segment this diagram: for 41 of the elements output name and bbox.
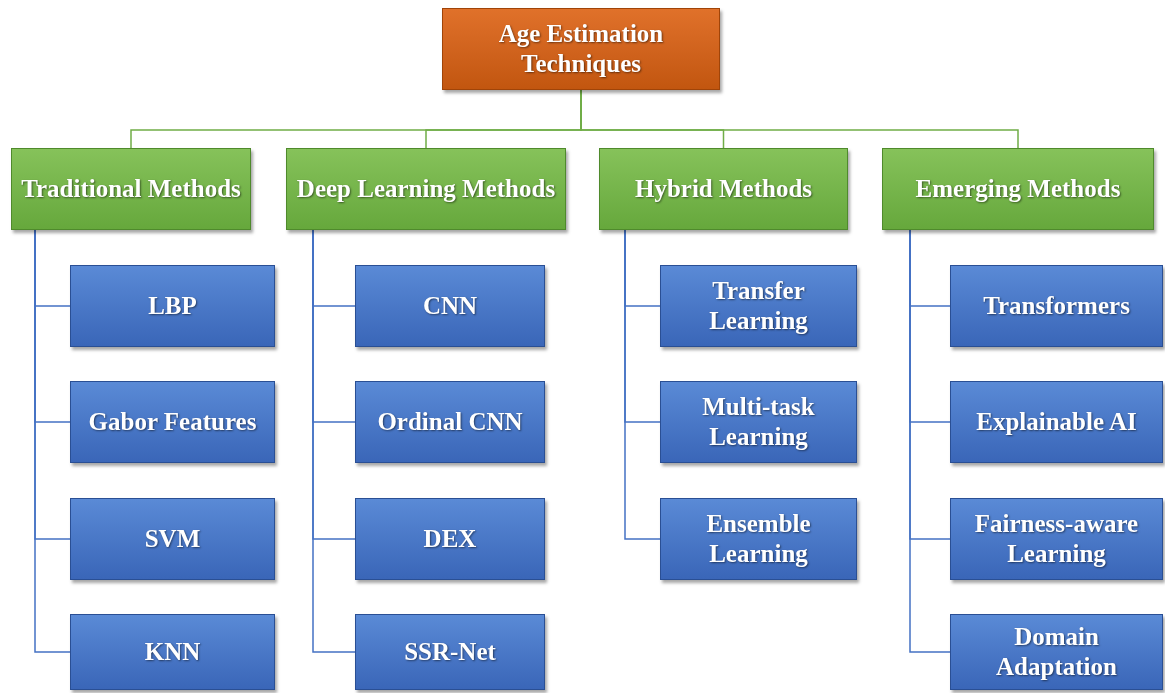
box-label: Emerging Methods: [914, 174, 1122, 204]
method-box: [950, 381, 1163, 463]
method-box: [950, 614, 1163, 690]
box-label: DEX: [422, 524, 478, 554]
box-label: SVM: [143, 524, 202, 554]
box-label: Multi-task Learning: [701, 392, 816, 452]
category-box: [286, 148, 566, 230]
method-box: [950, 498, 1163, 580]
box-label: Transformers: [982, 291, 1131, 321]
box-label: Age Estimation Techniques: [497, 19, 665, 79]
connector-line: [624, 229, 661, 540]
box-label: LBP: [147, 291, 198, 321]
box-label: Transfer Learning: [708, 276, 809, 336]
method-box: [355, 614, 545, 690]
category-box: [11, 148, 251, 230]
method-box: [355, 381, 545, 463]
method-box: [70, 265, 275, 347]
box-label: Gabor Features: [87, 407, 258, 437]
box-label: Traditional Methods: [20, 174, 242, 204]
method-box: [70, 498, 275, 580]
box-label: Domain Adaptation: [995, 622, 1118, 682]
category-box: [599, 148, 848, 230]
box-label: Ordinal CNN: [376, 407, 524, 437]
method-box: [660, 498, 857, 580]
box-label: Hybrid Methods: [633, 174, 814, 204]
method-box: [70, 614, 275, 690]
box-label: SSR-Net: [403, 637, 497, 667]
box-label: Deep Learning Methods: [295, 174, 557, 204]
category-box: [882, 148, 1154, 230]
method-box: [660, 381, 857, 463]
box-label: CNN: [421, 291, 479, 321]
box-label: KNN: [143, 637, 202, 667]
method-box: [660, 265, 857, 347]
box-label: Fairness-aware Learning: [973, 509, 1140, 569]
box-label: Explainable AI: [975, 407, 1138, 437]
box-label: Ensemble Learning: [705, 509, 812, 569]
method-box: [355, 498, 545, 580]
method-box: [70, 381, 275, 463]
method-box: [355, 265, 545, 347]
method-box: [950, 265, 1163, 347]
root-box: [442, 8, 720, 90]
